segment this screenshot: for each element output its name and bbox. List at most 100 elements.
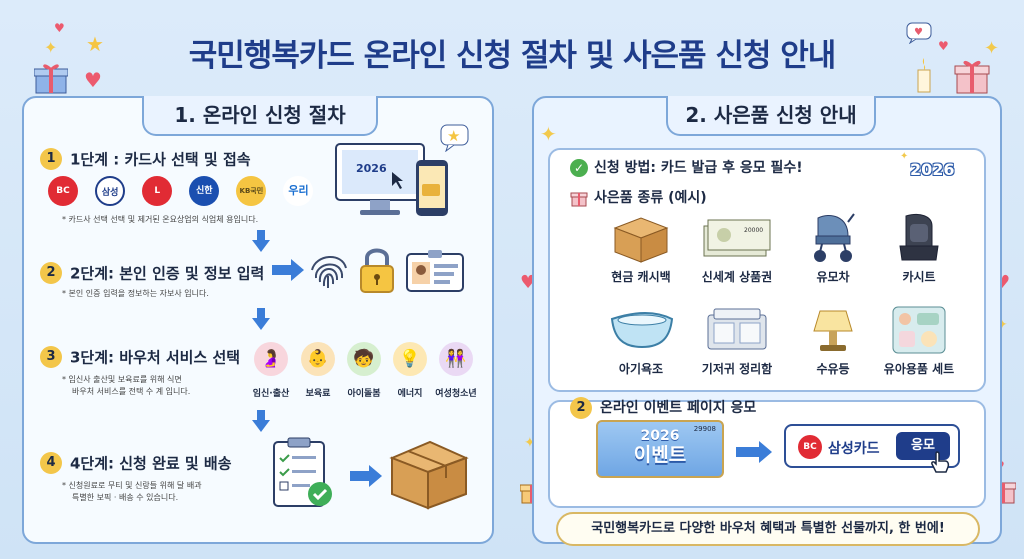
- bank-logo-kb[interactable]: KB국민: [236, 176, 267, 206]
- gift-label: 현금 캐시백: [611, 270, 671, 284]
- step-number: 1: [40, 148, 62, 170]
- gift-label: 기저귀 정리함: [701, 362, 773, 376]
- banner-tag: 29908: [693, 425, 716, 433]
- svg-text:♥: ♥: [914, 27, 923, 38]
- method-text: 신청 방법: 카드 발급 후 응모 필수!: [594, 160, 803, 176]
- candle-icon: [917, 58, 931, 93]
- baby-set-icon: [874, 304, 964, 356]
- flow-arrow-right-icon: [272, 259, 304, 281]
- bank-logo-lotte[interactable]: L: [142, 176, 173, 206]
- step-note: * 본인 인증 입력을 정보하는 자보사 입니다.: [62, 289, 209, 298]
- gift-label: 신세계 상품권: [701, 270, 773, 284]
- pregnancy-icon: 🤰: [254, 342, 288, 376]
- voucher-energy[interactable]: 💡 에너지: [386, 342, 434, 400]
- bank-logo-shinhan[interactable]: 신한: [189, 176, 220, 206]
- banner-year: 2026: [640, 428, 680, 444]
- event-number: 2: [570, 397, 592, 419]
- baby-icon: 👶: [301, 342, 335, 376]
- girls-icon: 👭: [439, 342, 473, 376]
- gift-box-icon: [34, 64, 68, 94]
- page-title: 국민행복카드 온라인 신청 절차 및 사은품 신청 안내: [188, 38, 836, 74]
- step-number: 3: [40, 346, 62, 368]
- card-brand-logo: BC: [798, 435, 822, 459]
- card-brand-name: 삼성카드: [828, 441, 880, 457]
- step-3: 3 3단계: 바우처 서비스 선택: [40, 346, 240, 368]
- lightbulb-icon: 💡: [393, 342, 427, 376]
- voucher-label: 보육료: [305, 389, 331, 399]
- delivery-box-icon: [389, 440, 469, 510]
- gift-certificate-icon: 20000: [692, 212, 782, 264]
- gift-bathtub: 아기욕조: [596, 304, 686, 377]
- gift-label: 아기욕조: [618, 362, 664, 376]
- bank-logos: BC 삼성 L 신한 KB국민 우리: [48, 176, 325, 206]
- bank-logo-woori[interactable]: 우리: [283, 176, 314, 206]
- method-line: ✓신청 방법: 카드 발급 후 응모 필수!: [570, 157, 803, 177]
- gift-label: 유아용품 세트: [883, 362, 955, 376]
- voucher-childcare[interactable]: 👶 보육료: [294, 342, 342, 400]
- step-title: 4단계: 신청 완료 및 배송: [70, 454, 232, 473]
- heart-icon: ♥: [938, 39, 949, 53]
- apply-button[interactable]: 응모: [896, 432, 950, 460]
- gift-voucher: 20000 신세계 상품권: [692, 212, 782, 285]
- bank-logo-bc[interactable]: BC: [48, 176, 78, 206]
- step-title: 1단계 : 카드사 선택 및 접속: [70, 150, 251, 169]
- id-card-icon: [406, 250, 464, 292]
- flow-arrow-down-icon: [252, 230, 270, 252]
- gift-icon: [570, 192, 588, 207]
- heart-icon: ♥: [84, 68, 102, 92]
- step-note: 특별한 보픽 · 배송 수 있습니다.: [72, 493, 179, 502]
- star-icon: ★: [86, 32, 104, 56]
- step-title: 2단계: 본인 인증 및 정보 입력: [70, 264, 265, 283]
- cash-box-icon: [596, 212, 686, 264]
- event-banner[interactable]: 29908 2026 이벤트: [596, 420, 724, 478]
- step-note: * 카드사 선택 선택 및 제거된 온요상업의 식업체 용입니다.: [62, 215, 259, 224]
- star-chat-icon: ★: [440, 124, 469, 152]
- voucher-label: 에너지: [397, 389, 423, 399]
- year-badge: 2026: [910, 160, 955, 179]
- chat-heart-icon: ♥: [906, 22, 932, 44]
- heart-icon: ♥: [54, 21, 65, 35]
- gift-carseat: 카시트: [874, 212, 964, 285]
- step-number: 2: [40, 262, 62, 284]
- gift-label: 유모차: [816, 270, 850, 284]
- gift-cashback: 현금 캐시백: [596, 212, 686, 285]
- step-2: 2 2단계: 본인 인증 및 정보 입력: [40, 262, 264, 284]
- sparkle-icon: ✦: [900, 151, 909, 162]
- gift-types-title: 사은품 종류 (예시): [594, 190, 707, 206]
- gift-baby-set: 유아용품 세트: [874, 304, 964, 377]
- pointer-hand-icon: [931, 451, 950, 473]
- sparkle-icon: ✦: [44, 38, 58, 57]
- sparkle-icon: ✦: [540, 122, 557, 146]
- padlock-icon: [360, 248, 394, 293]
- sparkle-icon: ✦: [524, 435, 536, 451]
- event-line: 2 온라인 이벤트 페이지 응모: [570, 397, 756, 419]
- bank-logo-samsung[interactable]: 삼성: [95, 176, 126, 206]
- gift-stroller: 유모차: [788, 212, 878, 285]
- voucher-babysitting[interactable]: 🧒 아이돌봄: [340, 342, 388, 400]
- car-seat-icon: [874, 212, 964, 264]
- voucher-label: 여성청소년: [435, 389, 477, 399]
- flow-arrow-down-icon: [252, 308, 270, 330]
- gift-label: 카시트: [902, 270, 936, 284]
- section-header: 2. 사은품 신청 안내: [666, 96, 876, 136]
- apply-widget: BC 삼성카드 응모: [784, 424, 960, 468]
- step-number: 4: [40, 452, 62, 474]
- gift-types-line: 사은품 종류 (예시): [570, 187, 707, 207]
- clipboard-checklist-icon: [273, 437, 332, 507]
- sparkle-icon: ✦: [984, 38, 1000, 59]
- flow-arrow-down-icon: [252, 410, 270, 432]
- voucher-pregnancy[interactable]: 🤰 임신·출산: [247, 342, 295, 400]
- child-icon: 🧒: [347, 342, 381, 376]
- event-title: 온라인 이벤트 페이지 응모: [600, 400, 757, 416]
- voucher-bill-value: 20000: [744, 227, 763, 234]
- voucher-youth[interactable]: 👭 여성청소년: [432, 342, 480, 400]
- step-1: 1 1단계 : 카드사 선택 및 접속: [40, 148, 251, 170]
- footer-banner: 국민행복카드로 다양한 바우처 혜택과 특별한 선물까지, 한 번에!: [556, 512, 980, 546]
- banner-text: 이벤트: [633, 444, 687, 466]
- gift-night-lamp: 수유등: [788, 304, 878, 377]
- monitor-year: 2026: [356, 162, 387, 175]
- lamp-icon: [788, 304, 878, 356]
- monitor-phone-icon: [335, 143, 448, 216]
- step-title: 3단계: 바우처 서비스 선택: [70, 348, 241, 367]
- fingerprint-icon: [311, 256, 347, 288]
